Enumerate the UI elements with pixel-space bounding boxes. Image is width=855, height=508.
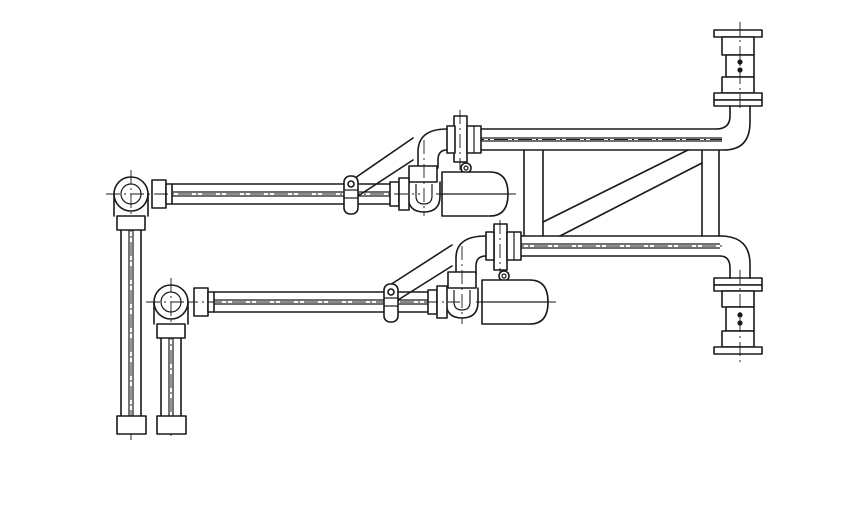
upper-horizontal-arm xyxy=(470,128,725,151)
left-vertical-riser xyxy=(116,215,147,435)
left-top-elbow xyxy=(106,170,156,440)
lower-horizontal-arm xyxy=(510,235,722,257)
lower-outlet-flange xyxy=(713,270,763,362)
lower-swivel-joint xyxy=(455,220,522,282)
lower-brace xyxy=(389,244,453,306)
lower-long-arm xyxy=(160,285,460,319)
inner-vertical-riser xyxy=(156,323,187,435)
upper-outlet-flange xyxy=(713,22,763,112)
inner-top-elbow xyxy=(146,278,196,440)
lower-elbow-body xyxy=(445,246,479,324)
upper-elbow-body xyxy=(407,140,441,216)
lower-clamp xyxy=(383,283,399,323)
lower-outlet-elbow xyxy=(719,235,751,279)
upper-long-arm xyxy=(130,177,420,211)
support-frame xyxy=(523,149,720,237)
upper-counterweight xyxy=(436,171,516,217)
upper-clamp xyxy=(343,175,359,215)
lower-counterweight xyxy=(476,279,556,325)
upper-swivel-joint xyxy=(417,110,482,174)
upper-outlet-elbow xyxy=(715,105,751,151)
